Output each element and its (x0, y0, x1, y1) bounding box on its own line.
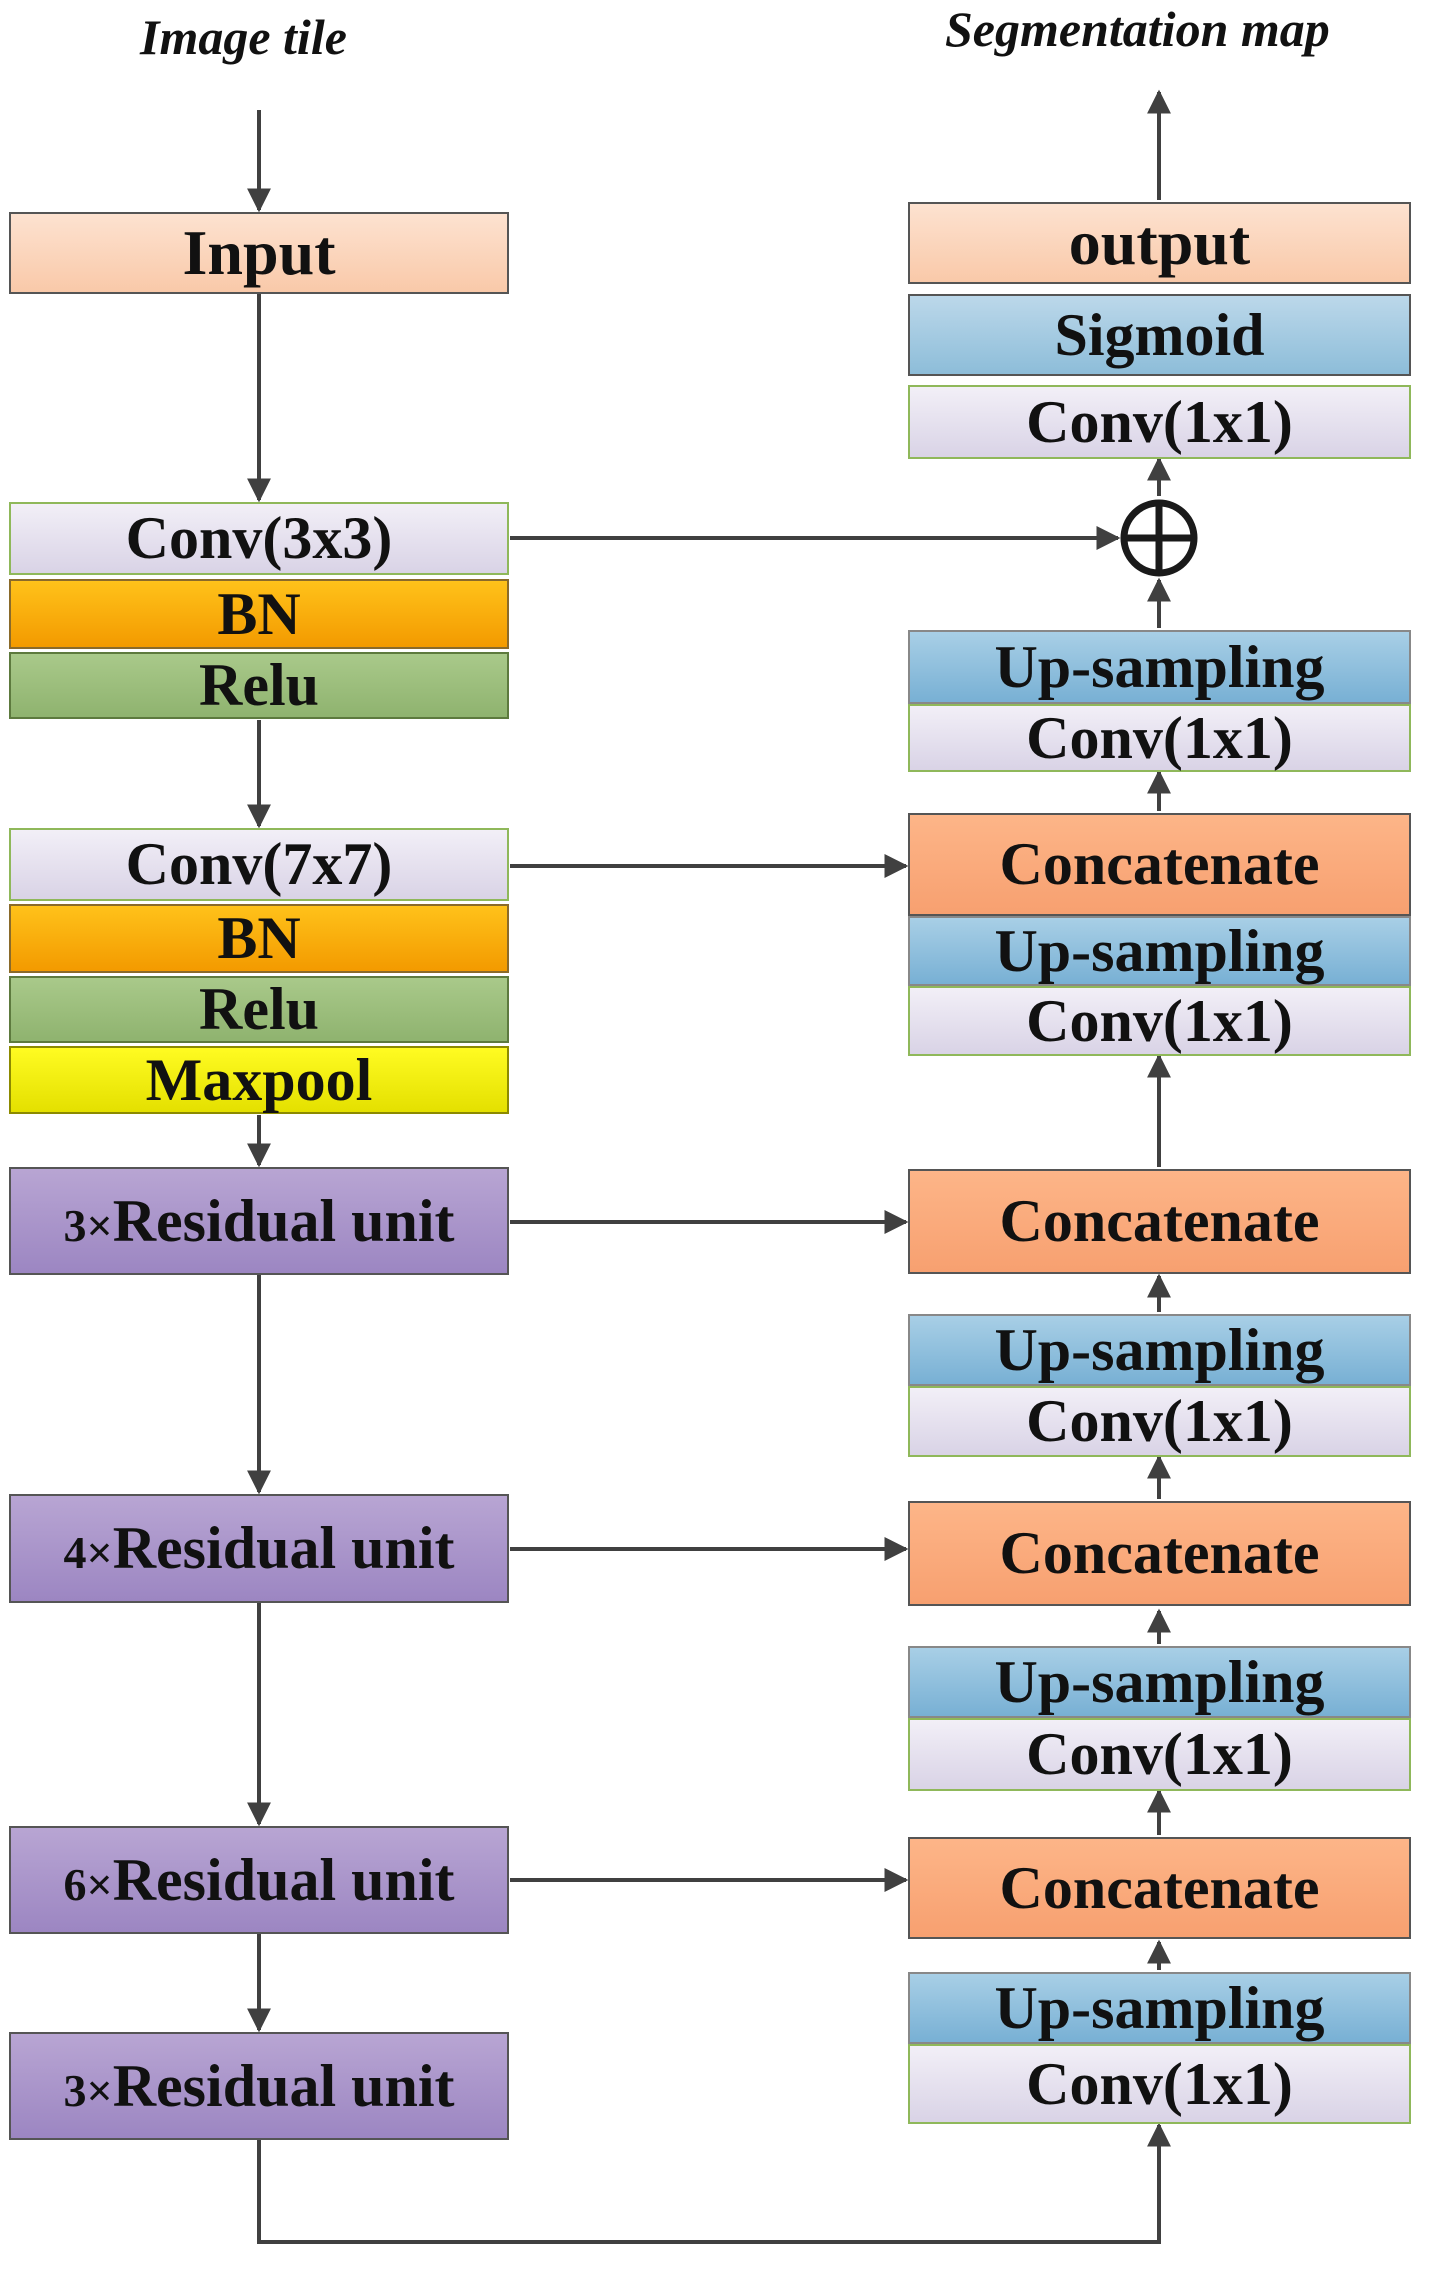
residual-count-2: 4× (63, 1527, 113, 1578)
residual-label-1: Residual unit (112, 1187, 455, 1254)
concatenate-block-3: Concatenate (908, 1501, 1411, 1606)
residual-label-2: Residual unit (112, 1515, 455, 1581)
residual-count-1: 3× (63, 1199, 113, 1251)
conv1x1-block-3: Conv(1x1) (908, 1386, 1411, 1457)
upsampling-block-1: Up-sampling (908, 630, 1411, 704)
upsampling-block-3: Up-sampling (908, 1314, 1411, 1386)
residual-block-3: 6×Residual unit (9, 1826, 509, 1934)
residual-label-4: Residual unit (112, 2052, 455, 2119)
upsampling-block-5: Up-sampling (908, 1972, 1411, 2044)
concatenate-block-2: Concatenate (908, 1169, 1411, 1274)
conv1x1-block-1: Conv(1x1) (908, 704, 1411, 772)
output-block: output (908, 202, 1411, 284)
bridge-res4-to-decoder (257, 2122, 1171, 2244)
conv1x1-block-2: Conv(1x1) (908, 986, 1411, 1056)
output-caption: Segmentation map (945, 1, 1330, 57)
residual-block-1: 3×Residual unit (9, 1167, 509, 1275)
upsampling-block-2: Up-sampling (908, 916, 1411, 986)
bn-block-1: BN (9, 579, 509, 649)
concatenate-block-4: Concatenate (908, 1837, 1411, 1939)
residual-count-4: 3× (63, 2064, 113, 2116)
input-caption: Image tile (140, 9, 347, 65)
relu-block-2: Relu (9, 976, 509, 1043)
add-node (1120, 499, 1198, 577)
relu-block-1: Relu (9, 652, 509, 719)
bn-block-2: BN (9, 904, 509, 973)
concatenate-block-1: Concatenate (908, 813, 1411, 916)
sigmoid-block: Sigmoid (908, 294, 1411, 376)
residual-count-3: 6× (63, 1858, 113, 1910)
conv1x1-block-4: Conv(1x1) (908, 1718, 1411, 1791)
conv3x3-block: Conv(3x3) (9, 502, 509, 575)
conv7x7-block: Conv(7x7) (9, 828, 509, 901)
maxpool-block: Maxpool (9, 1046, 509, 1114)
input-block: Input (9, 212, 509, 294)
upsampling-block-4: Up-sampling (908, 1646, 1411, 1718)
conv1x1-block-5: Conv(1x1) (908, 2044, 1411, 2124)
residual-block-4: 3×Residual unit (9, 2032, 509, 2140)
residual-block-2: 4×Residual unit (9, 1494, 509, 1603)
conv1x1-final-block: Conv(1x1) (908, 385, 1411, 459)
residual-label-3: Residual unit (112, 1846, 455, 1913)
